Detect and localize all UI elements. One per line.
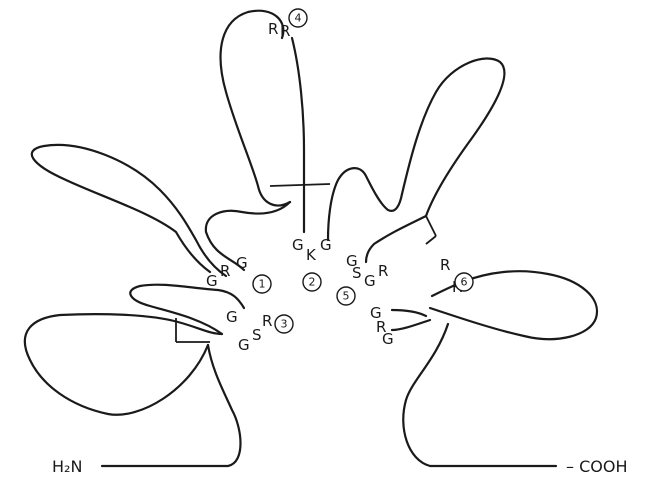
c-terminal-tail xyxy=(392,310,556,466)
site-3-extra-g: G xyxy=(226,308,238,326)
site-5: G S G R 5 xyxy=(337,252,388,305)
site-5-number: 5 xyxy=(343,290,350,303)
site-3-number: 3 xyxy=(281,318,288,331)
site-2: G K G 2 xyxy=(292,236,332,291)
site-3-residue-3: R xyxy=(262,312,272,330)
site-3-residue-2: S xyxy=(252,326,262,344)
central-fold xyxy=(328,168,402,240)
site-2-residue-3: G xyxy=(320,236,332,254)
loop-upper-left xyxy=(32,145,226,276)
loop-lower-left xyxy=(25,314,222,415)
bridge-6 xyxy=(426,236,436,244)
site-1-residue-2: R xyxy=(220,262,230,280)
lobe-center-left xyxy=(206,202,290,270)
c-region-residue-3: G xyxy=(382,330,394,348)
site-6-number: 6 xyxy=(461,276,468,289)
loop-top-stem xyxy=(292,38,304,232)
site-5-residue-3: G xyxy=(364,272,376,290)
n-terminus-label: H₂N xyxy=(52,457,82,476)
c-terminus-label: – COOH xyxy=(566,457,627,476)
site-1: G R G 1 xyxy=(206,254,271,293)
site-5-residue-4: R xyxy=(378,262,388,280)
site-6-residue-1: R xyxy=(440,256,450,274)
bridge-5 xyxy=(426,216,436,236)
site-1-number: 1 xyxy=(259,278,266,291)
site-3-residue-1: G xyxy=(238,336,250,354)
n-terminal-tail xyxy=(102,345,241,466)
site-2-residue-1: G xyxy=(292,236,304,254)
loop-upper-right xyxy=(402,59,504,216)
site-4-residue-2: R xyxy=(280,22,290,40)
site-1-residue-1: G xyxy=(206,272,218,290)
site-4-residue-1: R xyxy=(268,20,278,38)
site-2-residue-2: K xyxy=(306,246,317,264)
site-3: G S R 3 G xyxy=(226,308,293,354)
strand-right-mid xyxy=(366,216,426,262)
site-1-residue-3: G xyxy=(236,254,248,272)
bridge-3 xyxy=(270,184,330,186)
site-2-number: 2 xyxy=(309,276,316,289)
site-5-residue-2: S xyxy=(352,264,362,282)
site-4-number: 4 xyxy=(295,12,302,25)
c-region-residues: G R G xyxy=(370,304,394,348)
